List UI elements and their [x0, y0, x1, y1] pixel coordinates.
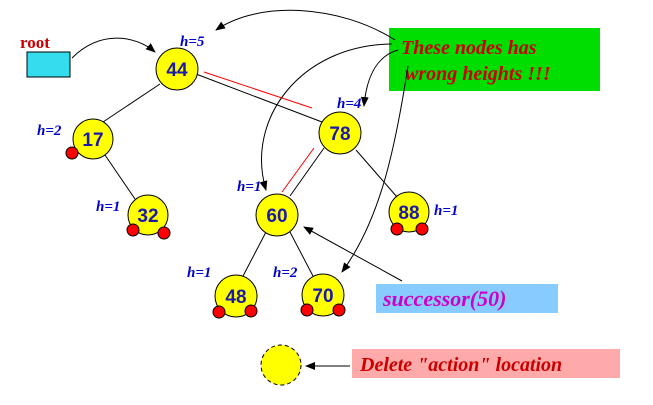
arrow-to-60-successor: [303, 226, 403, 282]
edge-78-88: [355, 149, 398, 198]
delete-action-label: Delete "action" location: [359, 354, 562, 376]
delete-action-callout: Delete "action" location: [305, 349, 620, 378]
edge-44-78: [195, 73, 323, 123]
height-label: h=1: [187, 265, 211, 281]
arrow-to-78: [360, 49, 399, 107]
height-label: h=5: [180, 34, 205, 50]
delete-action-box: [352, 349, 620, 378]
successor-box: [376, 284, 558, 313]
deleted-node-placeholder: [260, 344, 302, 386]
height-label: h=4: [337, 96, 362, 112]
node-60: 60 h=1: [237, 179, 299, 237]
null-leaf: [415, 222, 429, 236]
node-48: 48 h=1: [187, 265, 258, 319]
null-leaf: [65, 146, 79, 160]
node-value: 70: [312, 286, 333, 307]
root-arrow: [71, 37, 156, 59]
node-17: 17 h=2: [37, 118, 114, 160]
root-pointer: root: [20, 33, 156, 78]
edge-44-17: [99, 83, 161, 125]
wrong-heights-callout: These nodes has wrong heights !!!: [389, 28, 600, 91]
height-label: h=1: [237, 179, 261, 195]
height-label: h=2: [37, 123, 62, 139]
edge-78-60: [289, 147, 325, 197]
highlight-44-78: [203, 71, 313, 109]
arrow-to-60: [259, 43, 393, 191]
node-value: 17: [82, 130, 103, 151]
node-value: 88: [398, 203, 419, 224]
node-32: 32 h=1: [96, 194, 171, 240]
node-78: 78 h=4: [318, 96, 362, 155]
path-highlights: [203, 71, 315, 193]
node-70: 70 h=2: [273, 265, 346, 317]
null-leaf: [332, 303, 346, 317]
null-leaf: [126, 223, 140, 237]
tree-edges: [99, 73, 398, 279]
null-leaf: [390, 222, 404, 236]
null-leaf: [300, 303, 314, 317]
arrow-to-70: [341, 65, 409, 273]
edge-60-48: [241, 231, 267, 279]
node-44: 44 h=5: [155, 34, 205, 91]
height-label: h=1: [96, 199, 120, 215]
edge-17-32: [104, 154, 136, 200]
wrong-heights-arrows: [215, 9, 409, 273]
height-label: h=1: [434, 203, 458, 219]
edge-60-70: [289, 231, 315, 279]
node-value: 78: [329, 124, 350, 145]
node-value: 48: [225, 287, 246, 308]
null-leaf: [212, 305, 226, 319]
node-value: 32: [137, 206, 158, 227]
node-value: 60: [266, 206, 287, 227]
successor-callout: successor(50): [303, 226, 558, 313]
node-88: 88 h=1: [388, 191, 458, 236]
height-label: h=2: [273, 265, 298, 281]
successor-label: successor(50): [382, 286, 506, 311]
null-leaf: [244, 304, 258, 318]
wrong-heights-line-2: wrong heights !!!: [405, 63, 551, 85]
node-value: 44: [166, 60, 188, 81]
highlight-78-60: [281, 147, 315, 193]
null-leaf: [157, 226, 171, 240]
arrow-to-44: [215, 9, 396, 41]
wrong-heights-box: [389, 28, 600, 91]
wrong-heights-line-1: These nodes has: [401, 37, 537, 59]
root-label: root: [20, 33, 50, 52]
root-box: [26, 51, 71, 78]
